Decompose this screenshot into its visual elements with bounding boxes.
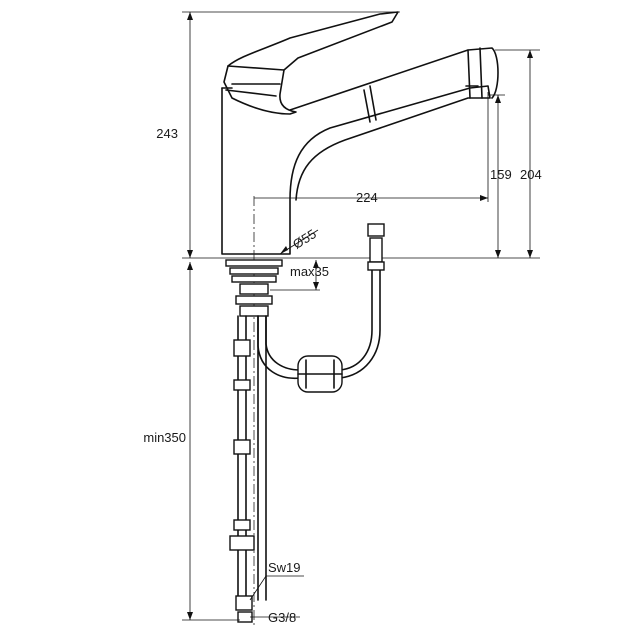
hose-length-label: min350 [143, 430, 186, 445]
dimension-hose-length: min350 [143, 262, 240, 621]
mounting-assembly: max35 [225, 259, 329, 317]
overall-height-label: 243 [156, 126, 178, 141]
dimension-spout-height: 159 [488, 94, 512, 258]
dimension-spout-reach: 224 [254, 92, 489, 205]
dimension-base-diameter: Ø55 [279, 226, 319, 255]
spout-height-label: 159 [490, 167, 512, 182]
dimension-wrench-size: Sw19 [249, 560, 304, 601]
supply-hoses [229, 315, 267, 623]
outlet-height-label: 204 [520, 167, 542, 182]
faucet-body [221, 11, 499, 255]
base-diameter-label: Ø55 [290, 226, 319, 252]
max-thickness-label: max35 [290, 264, 329, 279]
wrench-size-label: Sw19 [268, 560, 301, 575]
spout-reach-label: 224 [356, 190, 378, 205]
pullout-hose [257, 223, 385, 393]
dimension-outlet-height: 204 [495, 49, 542, 258]
dimension-overall-height: 243 [156, 11, 400, 258]
thread-label: G3/8 [268, 610, 296, 625]
dimension-thread: G3/8 [250, 610, 300, 625]
